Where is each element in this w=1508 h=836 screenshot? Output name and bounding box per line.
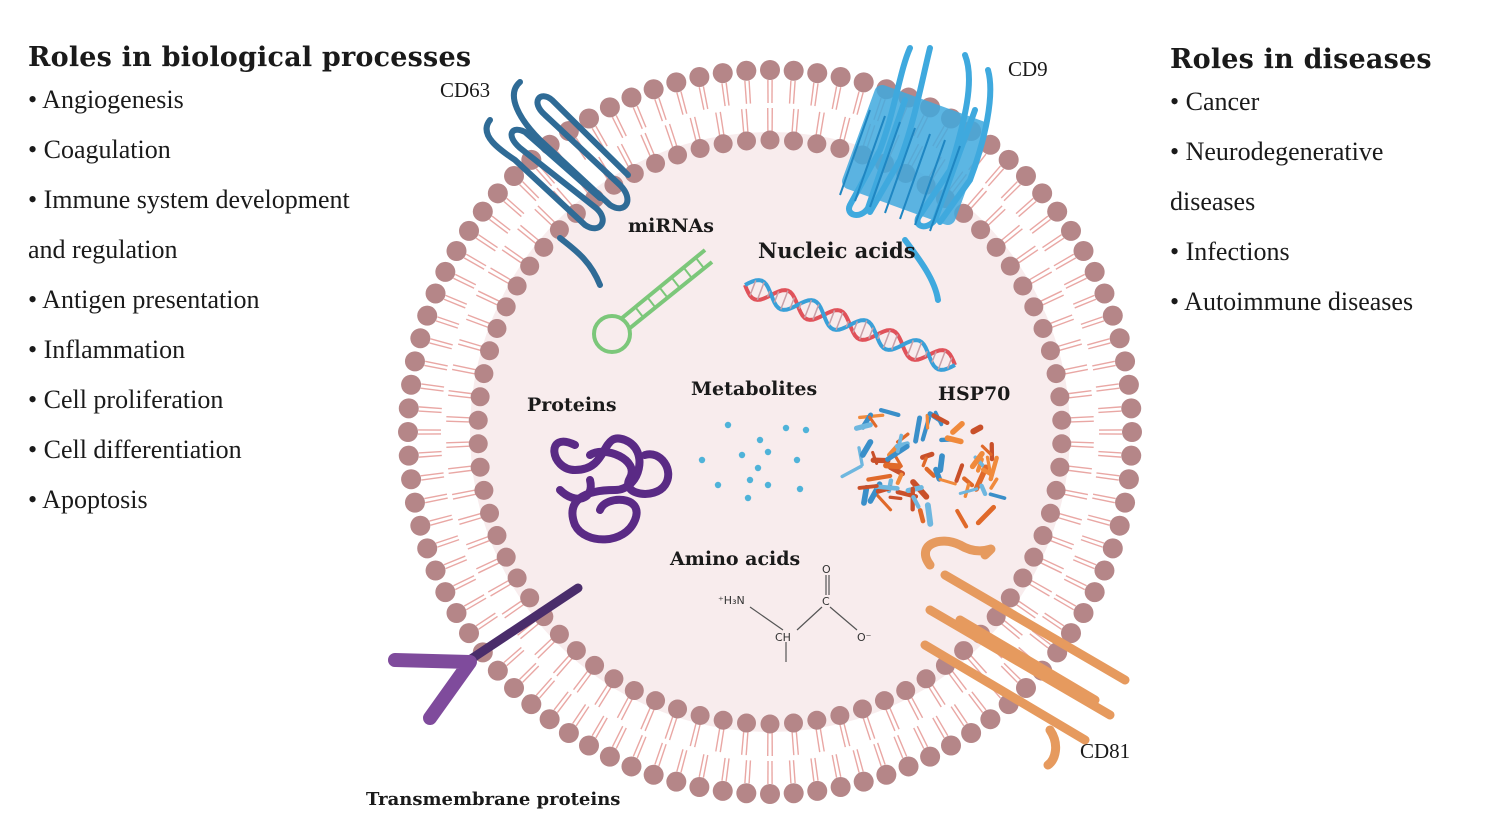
- list-item: diseases: [1170, 187, 1256, 216]
- hsp70-label: HSP70: [938, 383, 1010, 405]
- list-item: • Apoptosis: [28, 485, 148, 514]
- protein-coil: [550, 434, 673, 544]
- cd81-label: CD81: [1080, 739, 1130, 763]
- list-item: • Infections: [1170, 237, 1290, 266]
- cd63-protein: [483, 79, 631, 288]
- metabolite-dots: [698, 421, 810, 502]
- vesicle-lumen: [470, 132, 1070, 732]
- amino-acid-structure: [749, 575, 858, 662]
- list-item: • Coagulation: [28, 135, 171, 164]
- list-item: • Immune system development: [28, 185, 350, 214]
- chem-c: C: [822, 595, 830, 608]
- cd9-helix-bundle: [842, 85, 988, 225]
- cd63-label: CD63: [440, 78, 490, 102]
- list-item: • Antigen presentation: [28, 285, 260, 314]
- mirna-hairpin: [592, 248, 714, 354]
- proteins-label: Proteins: [527, 394, 617, 416]
- chem-ch: CH: [775, 631, 791, 644]
- chem-o-right: O⁻: [857, 631, 872, 644]
- biological-processes-list: • Angiogenesis • Coagulation • Immune sy…: [28, 75, 471, 525]
- biological-processes-title: Roles in biological processes: [28, 42, 472, 73]
- diseases-panel: Roles in diseases • Cancer • Neurodegene…: [1170, 44, 1432, 327]
- dna-helix: [743, 278, 957, 372]
- chem-o-top: O: [822, 563, 831, 576]
- list-item: • Autoimmune diseases: [1170, 287, 1414, 316]
- diseases-list: • Cancer • Neurodegenerative diseases • …: [1170, 77, 1432, 327]
- list-item: • Cancer: [1170, 87, 1260, 116]
- cd81-protein: [920, 536, 1130, 770]
- list-item: and regulation: [28, 235, 178, 264]
- transmembrane-proteins-label: Transmembrane proteins: [366, 789, 620, 810]
- list-item: • Cell differentiation: [28, 435, 242, 464]
- nucleic-acids-label: Nucleic acids: [758, 238, 916, 263]
- hsp70-structure: [840, 407, 1007, 529]
- list-item: • Inflammation: [28, 335, 186, 364]
- lipid-tails: [418, 80, 1122, 784]
- list-item: • Cell proliferation: [28, 385, 224, 414]
- list-item: • Neurodegenerative: [1170, 137, 1384, 166]
- biological-processes-panel: Roles in biological processes • Angiogen…: [28, 42, 471, 525]
- transmembrane-receptor: [388, 583, 583, 725]
- list-item: • Angiogenesis: [28, 85, 184, 114]
- diseases-title: Roles in diseases: [1170, 44, 1432, 75]
- metabolites-label: Metabolites: [691, 378, 817, 400]
- cd9-helix-lines: [839, 109, 961, 232]
- amino-acids-label: Amino acids: [669, 548, 800, 570]
- chem-amine: ⁺H₃N: [718, 594, 745, 607]
- cd9-label: CD9: [1008, 57, 1048, 81]
- mirnas-label: miRNAs: [628, 215, 714, 237]
